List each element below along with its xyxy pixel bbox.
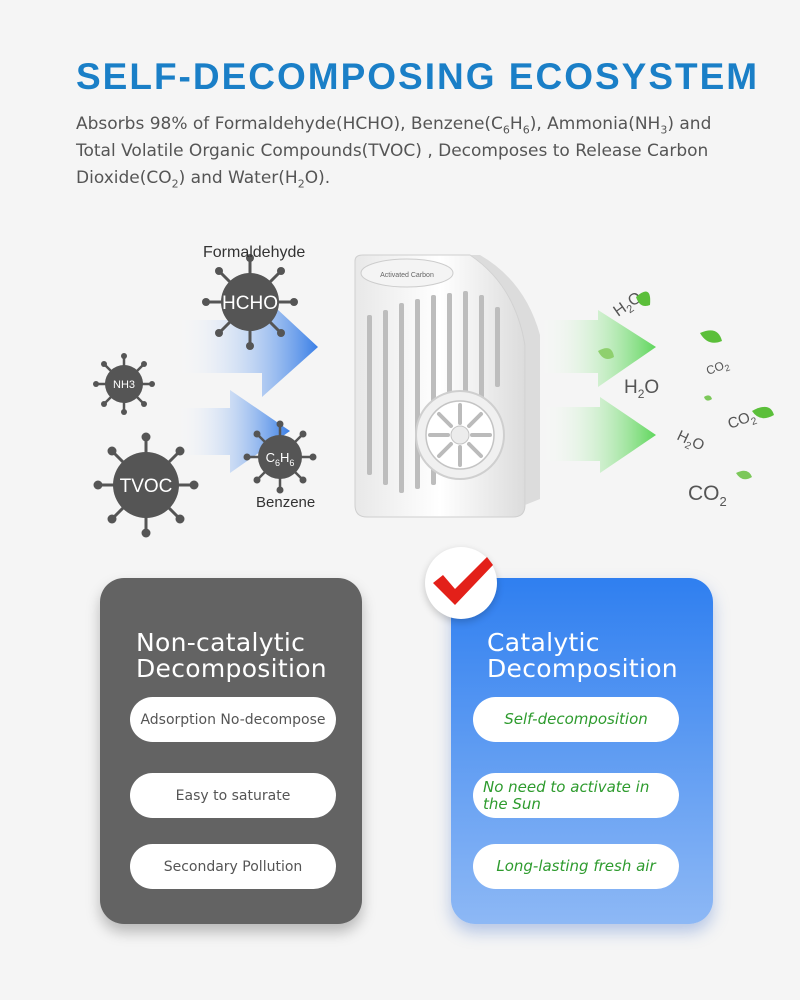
- hcho-label: HCHO: [222, 293, 278, 314]
- h2o-label-3: H2O: [673, 427, 707, 457]
- non-catalytic-heading: Non-catalytic Decomposition: [136, 628, 327, 683]
- purifier-product: Activated Carbon: [354, 254, 540, 518]
- co2-label-3: CO2: [688, 482, 727, 509]
- formaldehyde-label: Formaldehyde: [203, 244, 305, 261]
- arrow-green-top: [538, 310, 656, 387]
- leaf-icon: [704, 395, 712, 401]
- nh3-label: NH3: [113, 379, 135, 391]
- benzene-label: Benzene: [256, 494, 315, 511]
- feature-pill: Self-decomposition: [473, 697, 679, 742]
- h2o-label-2: H2O: [624, 377, 659, 401]
- arrow-blue-bottom: [175, 390, 290, 473]
- c6h6-molecule-icon: C6H6: [243, 420, 317, 494]
- hcho-molecule-icon: HCHO: [202, 254, 298, 350]
- leaf-icon: [598, 348, 614, 359]
- leaf-icon: [752, 406, 774, 419]
- tvoc-molecule-icon: TVOC: [93, 432, 199, 538]
- tvoc-label: TVOC: [120, 476, 173, 497]
- leaf-icon: [700, 330, 722, 343]
- description: Absorbs 98% of Formaldehyde(HCHO), Benze…: [76, 114, 712, 191]
- feature-pill: Long-lasting fresh air: [473, 844, 679, 889]
- co2-label-2: CO2: [726, 407, 760, 436]
- feature-pill: Easy to saturate: [130, 773, 336, 818]
- product-brand-label: Activated Carbon: [380, 272, 434, 279]
- check-icon: [433, 557, 493, 605]
- decomposition-illustration: HCHO Formaldehyde NH3 TVOC: [93, 244, 774, 538]
- catalytic-card: Catalytic Decomposition Self-decompositi…: [451, 578, 713, 924]
- feature-pill: Adsorption No-decompose: [130, 697, 336, 742]
- co2-label-1: CO2: [704, 357, 731, 380]
- checkmark-badge: [425, 547, 497, 619]
- page-title: SELF-DECOMPOSING ECOSYSTEM: [76, 56, 760, 97]
- leaf-icon: [636, 291, 651, 306]
- leaf-icon: [736, 470, 752, 480]
- feature-pill: No need to activate in the Sun: [473, 773, 679, 818]
- nh3-molecule-icon: NH3: [93, 353, 155, 415]
- non-catalytic-card: Non-catalytic Decomposition Adsorption N…: [100, 578, 362, 924]
- arrow-green-bottom: [540, 397, 656, 473]
- c6h6-label: C6H6: [266, 450, 295, 468]
- feature-pill: Secondary Pollution: [130, 844, 336, 889]
- catalytic-heading: Catalytic Decomposition: [487, 628, 678, 683]
